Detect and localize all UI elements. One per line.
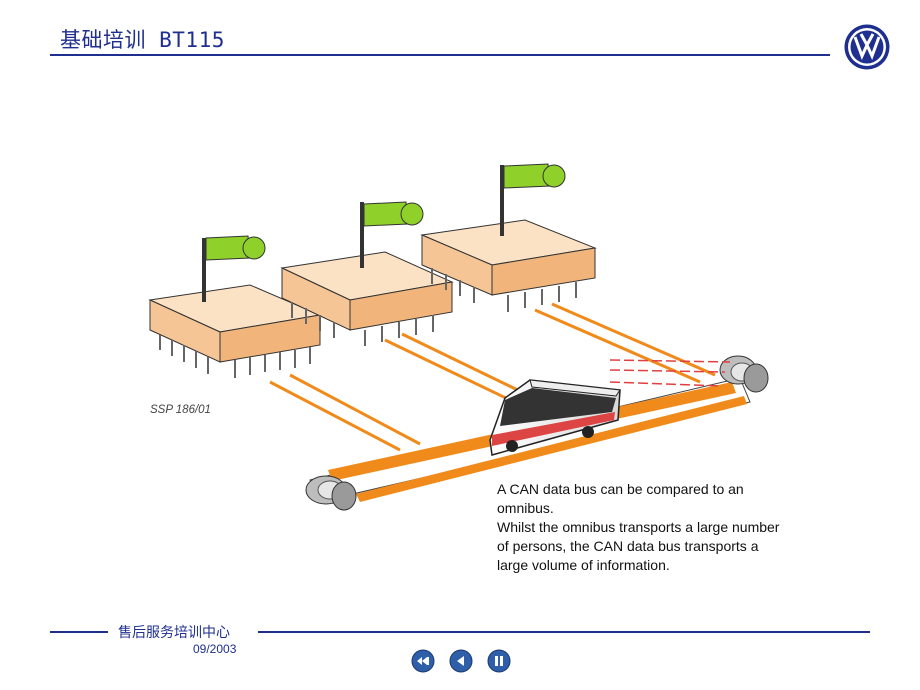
slide-title: 基础培训 BT115 <box>60 28 225 52</box>
can-bus-illustration <box>148 163 769 511</box>
caption-text: A CAN data bus can be compared to an omn… <box>497 480 787 575</box>
rewind-icon <box>417 657 429 665</box>
connection-wires <box>269 302 716 452</box>
omnibus-drawing <box>489 379 621 456</box>
caption-line-2: Whilst the omnibus transports a large nu… <box>497 519 780 573</box>
figure-code: SSP 186/01 <box>150 404 211 416</box>
right-roller <box>719 355 769 393</box>
footer-date: 09/2003 <box>193 642 237 656</box>
left-roller <box>305 475 357 511</box>
header-divider <box>50 54 830 56</box>
control-unit-chip-2 <box>280 201 454 346</box>
previous-icon <box>457 656 464 666</box>
footer-divider-left <box>50 631 108 633</box>
vw-logo-icon <box>844 24 890 70</box>
signal-lines <box>609 359 731 387</box>
caption-line-1: A CAN data bus can be compared to an omn… <box>497 481 744 516</box>
footer-divider-right <box>258 631 870 633</box>
rewind-button[interactable] <box>411 649 435 673</box>
control-unit-chip-3 <box>420 163 597 312</box>
pause-icon <box>495 656 503 666</box>
control-unit-chip-1 <box>148 235 322 378</box>
pause-button[interactable] <box>487 649 511 673</box>
footer-training-center: 售后服务培训中心 <box>118 625 230 641</box>
previous-button[interactable] <box>449 649 473 673</box>
